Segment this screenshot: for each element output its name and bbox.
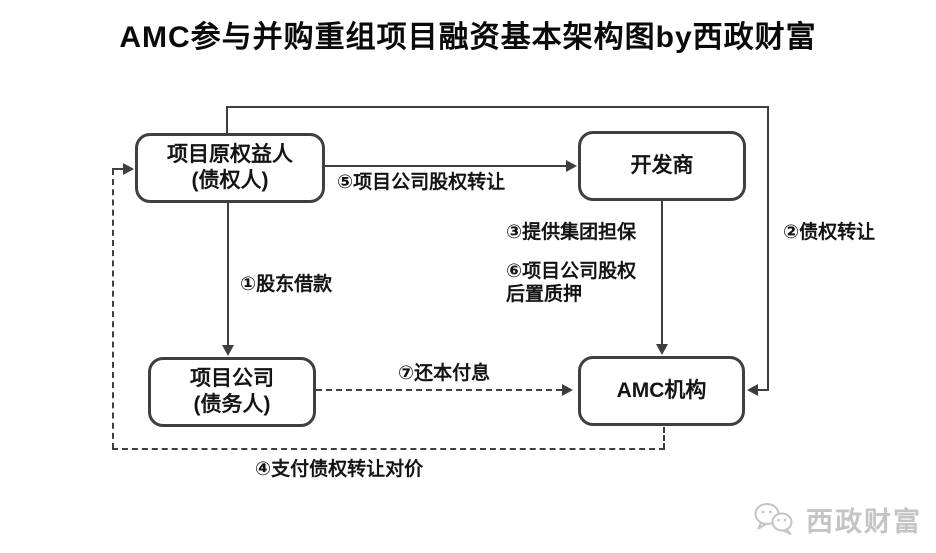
edge-guarantee-pledge-arrowhead-icon: [656, 344, 668, 355]
diagram-title: AMC参与并购重组项目融资基本架构图by西政财富: [119, 21, 817, 54]
edge-guarantee-pledge-line: [661, 201, 663, 345]
edge-consideration-arrowhead-icon: [123, 163, 134, 175]
wechat-bubbles-icon: [754, 502, 793, 535]
node-project-company-line2: (债务人): [193, 393, 271, 416]
edge-label-debt-transfer: ②债权转让: [783, 222, 876, 243]
edge-consideration-line-left: [112, 169, 114, 449]
edge-debt-transfer-line-right: [767, 106, 769, 390]
edge-label-consideration: ④支付债权转让对价: [255, 459, 424, 480]
node-original-rights-holder-line2: (债权人): [191, 169, 269, 192]
edge-shareholder-loan-line: [227, 203, 229, 346]
edge-label-group-guarantee: ③提供集团担保: [506, 222, 637, 243]
node-developer: 开发商: [578, 131, 746, 201]
node-project-company: 项目公司 (债务人): [148, 357, 316, 427]
edge-label-equity-transfer: ⑤项目公司股权转让: [337, 172, 506, 193]
node-developer-label: 开发商: [630, 153, 694, 177]
edge-label-shareholder-loan: ①股东借款: [240, 274, 333, 295]
edge-debt-transfer-line-up: [226, 107, 228, 133]
node-amc: AMC机构: [578, 356, 745, 426]
edge-equity-transfer-line: [325, 165, 567, 167]
node-original-rights-holder-line1: 项目原权益人: [167, 142, 293, 166]
edge-debt-transfer-line-top: [226, 106, 769, 108]
node-project-company-line1: 项目公司: [190, 366, 274, 390]
edge-consideration-line-down: [663, 427, 665, 449]
node-original-rights-holder: 项目原权益人 (债权人): [135, 133, 325, 203]
edge-repayment-line: [316, 389, 562, 391]
edge-equity-transfer-arrowhead-icon: [566, 160, 577, 172]
edge-label-repayment: ⑦还本付息: [398, 363, 491, 384]
watermark-brand: 西政财富: [752, 500, 922, 539]
edge-debt-transfer-line-stub: [757, 389, 769, 391]
edge-shareholder-loan-arrowhead-icon: [222, 345, 234, 356]
edge-consideration-line-stub: [112, 168, 124, 170]
node-amc-label: AMC机构: [616, 378, 707, 402]
edge-consideration-line-bottom: [112, 448, 665, 450]
edge-label-equity-pledge: ⑥项目公司股权 后置质押: [506, 261, 637, 306]
edge-repayment-arrowhead-icon: [562, 384, 573, 396]
watermark-label: 西政财富: [806, 507, 922, 537]
edge-debt-transfer-arrowhead-icon: [747, 384, 758, 396]
